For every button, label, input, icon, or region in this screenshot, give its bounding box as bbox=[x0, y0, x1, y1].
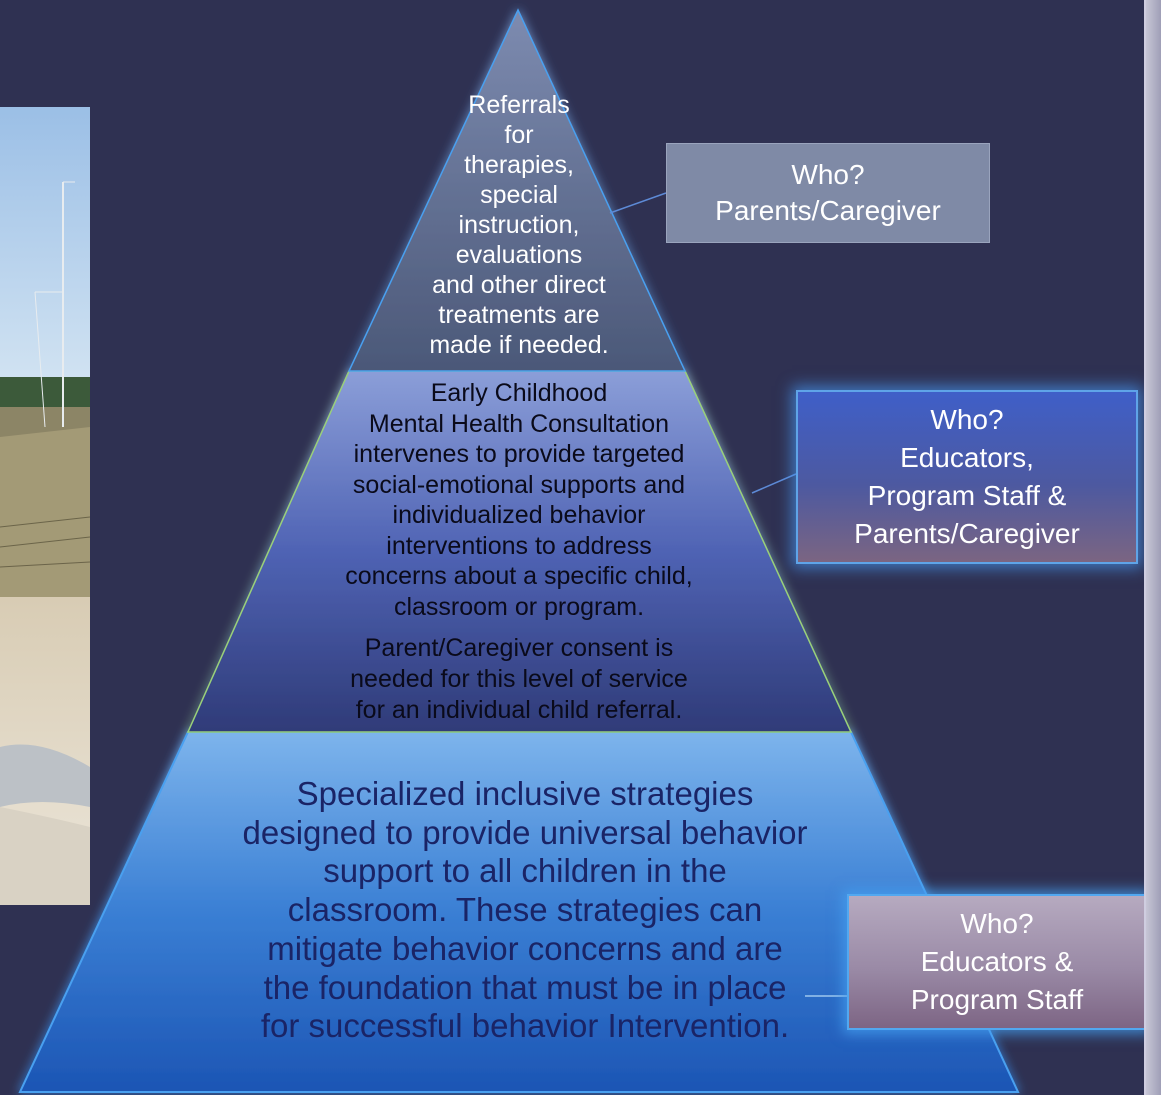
who-box-line: Who? bbox=[960, 908, 1034, 939]
slide-edge-strip bbox=[1144, 0, 1161, 1095]
top-tier-line: treatments are bbox=[438, 301, 600, 329]
middle-tier-line: classroom or program. bbox=[393, 592, 645, 621]
top-tier-line: for bbox=[504, 121, 534, 149]
top-tier-line: Referrals bbox=[468, 91, 570, 119]
consent-line: for an individual child referral. bbox=[355, 696, 683, 724]
who-box-line: Program Staff bbox=[910, 984, 1084, 1015]
bottom-tier-line: for successful behavior Intervention. bbox=[260, 1007, 790, 1045]
who-box-top: Who? Parents/Caregiver bbox=[666, 143, 990, 243]
connector-line-middle bbox=[751, 473, 797, 494]
top-tier-line: made if needed. bbox=[429, 331, 609, 359]
bottom-tier-line: the foundation that must be in place bbox=[263, 968, 787, 1006]
consent-line: needed for this level of service bbox=[350, 665, 688, 693]
who-box-line: Program Staff & bbox=[867, 480, 1067, 511]
middle-tier-line: concerns about a specific child, bbox=[345, 562, 693, 590]
top-tier-line: and other direct bbox=[432, 271, 606, 299]
middle-tier-line: Mental Health Consultation bbox=[368, 409, 670, 438]
middle-tier-text: Early Childhood Mental Health Consultati… bbox=[300, 378, 738, 622]
beach-photo-image bbox=[0, 107, 90, 905]
who-box-line: Educators & bbox=[920, 946, 1074, 977]
top-tier-line: evaluations bbox=[455, 241, 583, 269]
top-tier-line: special bbox=[480, 181, 558, 209]
consent-line: Parent/Caregiver consent is bbox=[364, 634, 674, 662]
bottom-tier-line: classroom. These strategies can bbox=[287, 891, 763, 929]
bottom-tier-text: Specialized inclusive strategies designe… bbox=[200, 775, 850, 1046]
connector-line-top bbox=[609, 192, 667, 214]
middle-tier-line: intervenes to provide targeted bbox=[353, 440, 685, 468]
middle-tier-line: individualized behavior bbox=[392, 501, 646, 529]
pyramid-top-tier bbox=[347, 8, 687, 372]
middle-tier-line: interventions to address bbox=[386, 531, 652, 560]
top-tier-line: therapies, bbox=[464, 151, 574, 179]
bottom-tier-line: mitigate behavior concerns and are bbox=[267, 929, 783, 967]
who-box-middle: Who? Educators, Program Staff & Parents/… bbox=[796, 390, 1138, 564]
middle-tier-consent-text: Parent/Caregiver consent is needed for t… bbox=[300, 633, 738, 726]
bottom-tier-line: designed to provide universal behavior bbox=[242, 813, 808, 851]
bottom-tier-line: Specialized inclusive strategies bbox=[296, 775, 754, 812]
who-box-line: Educators, bbox=[900, 442, 1034, 473]
middle-tier-line: social-emotional supports and bbox=[352, 470, 686, 499]
who-box-line: Parents/Caregiver bbox=[715, 195, 941, 226]
beach-photo bbox=[0, 107, 90, 905]
who-box-line: Parents/Caregiver bbox=[854, 518, 1080, 549]
bottom-tier-line: support to all children in the bbox=[323, 852, 727, 890]
middle-tier-line: Early Childhood bbox=[430, 379, 608, 407]
top-tier-text: Referrals for therapies, special instruc… bbox=[400, 90, 638, 360]
who-box-bottom: Who? Educators & Program Staff bbox=[847, 894, 1147, 1030]
top-tier-line: instruction, bbox=[458, 211, 580, 239]
who-box-line: Who? bbox=[930, 404, 1004, 435]
who-box-line: Who? bbox=[791, 159, 865, 190]
